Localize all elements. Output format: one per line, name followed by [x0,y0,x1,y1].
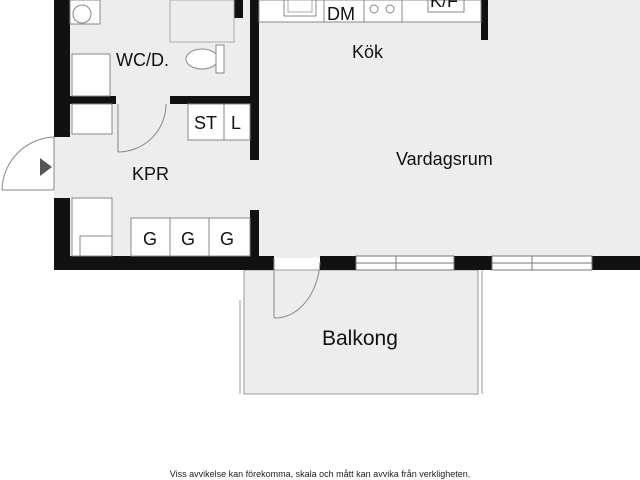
disclaimer-text: Viss avvikelse kan förekomma, skala och … [169,469,471,479]
room-label-living: Vardagsrum [396,149,493,169]
wall-interior-horizontal [54,96,116,104]
washbasin [69,0,101,25]
wardrobe [208,217,251,257]
room-label-hall: KPR [132,164,169,184]
wall-bottom-pillar [454,256,492,270]
wall-kitchen-stub [481,0,488,40]
wall-bottom-mid [320,256,356,270]
kitchen-sink [283,0,317,17]
wall-left-upper [54,0,70,137]
fixture-label-fridge-freezer: K/F [430,0,458,11]
room-label-kitchen: Kök [352,42,384,62]
hall-small-box [79,235,113,257]
balcony-door [273,258,321,319]
wardrobe [169,217,210,257]
fixture-label-wardrobe: G [143,229,157,249]
room-label-wc: WC/D. [116,50,169,70]
wall-interior-vertical [250,210,259,260]
balcony-floor [243,269,479,395]
wall-left-lower [54,198,70,270]
apartment-floor [55,0,640,258]
cabinet-storage [187,103,225,141]
window-living-right [491,255,593,271]
fixture-label-wardrobe: G [181,229,195,249]
shower-area [169,0,235,43]
stove [363,0,403,23]
wall-bottom-right [592,256,640,270]
wall-interior-vertical [250,0,259,160]
fixture-label-dishwasher: DM [327,4,355,24]
entrance-arrow-icon [40,158,52,176]
room-label-balcony: Balkong [322,327,398,350]
fixture-label-wardrobe: G [220,229,234,249]
fridge-freezer [427,0,465,13]
wall-interior-horizontal [170,96,259,104]
entrance-door [1,136,70,198]
toilet [185,44,225,74]
fixture-label-storage: ST [194,113,217,133]
wardrobe [130,217,171,257]
wall-interior-stub [233,0,243,18]
hall-shelf [71,103,113,135]
fixture-label-linen: L [231,113,241,133]
washing-machine [71,53,111,97]
cabinet-linen [223,103,251,141]
window-living-left [355,255,455,271]
wall-bottom-left [54,256,274,270]
wc-door [117,103,167,153]
